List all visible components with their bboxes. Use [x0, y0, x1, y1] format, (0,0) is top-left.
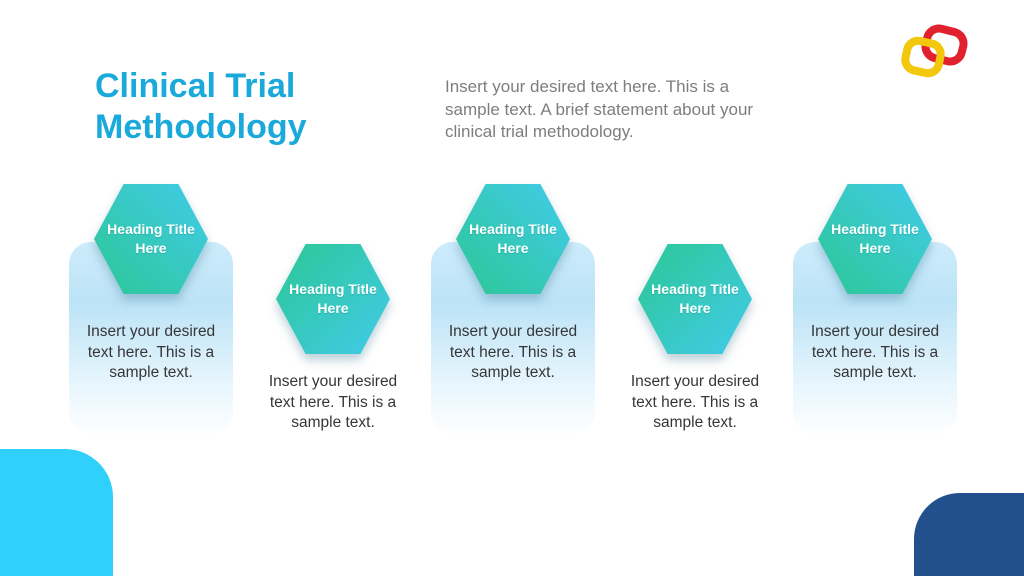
step-heading: Heading Title Here	[289, 281, 377, 316]
step-heading: Heading Title Here	[107, 221, 195, 256]
step-heading: Heading Title Here	[469, 221, 557, 256]
intro-text: Insert your desired text here. This is a…	[445, 77, 754, 141]
hexagon-shape: Heading Title Here	[456, 184, 570, 294]
step-column-3: Heading Title Here Insert your desired t…	[431, 0, 595, 470]
step-column-5: Heading Title Here Insert your desired t…	[793, 0, 957, 470]
step-column-2: Heading Title Here Insert your desired t…	[251, 0, 415, 470]
step-heading: Heading Title Here	[651, 281, 739, 316]
step-body-text: Insert your desired text here. This is a…	[86, 323, 216, 381]
hexagon-shape: Heading Title Here	[638, 244, 752, 354]
hexagon-shape: Heading Title Here	[276, 244, 390, 354]
step-body-text: Insert your desired text here. This is a…	[268, 373, 398, 431]
hexagon-shape: Heading Title Here	[94, 184, 208, 294]
step-body-text: Insert your desired text here. This is a…	[810, 323, 940, 381]
step-heading: Heading Title Here	[831, 221, 919, 256]
step-column-1: Heading Title Here Insert your desired t…	[69, 0, 233, 470]
hexagon-shape: Heading Title Here	[818, 184, 932, 294]
step-column-4: Heading Title Here Insert your desired t…	[613, 0, 777, 470]
bottom-left-accent-shape	[0, 449, 113, 576]
step-body-text: Insert your desired text here. This is a…	[630, 373, 760, 431]
page-title: Clinical Trial Methodology	[95, 67, 307, 146]
step-body-text: Insert your desired text here. This is a…	[448, 323, 578, 381]
bottom-right-accent-shape	[914, 493, 1024, 576]
